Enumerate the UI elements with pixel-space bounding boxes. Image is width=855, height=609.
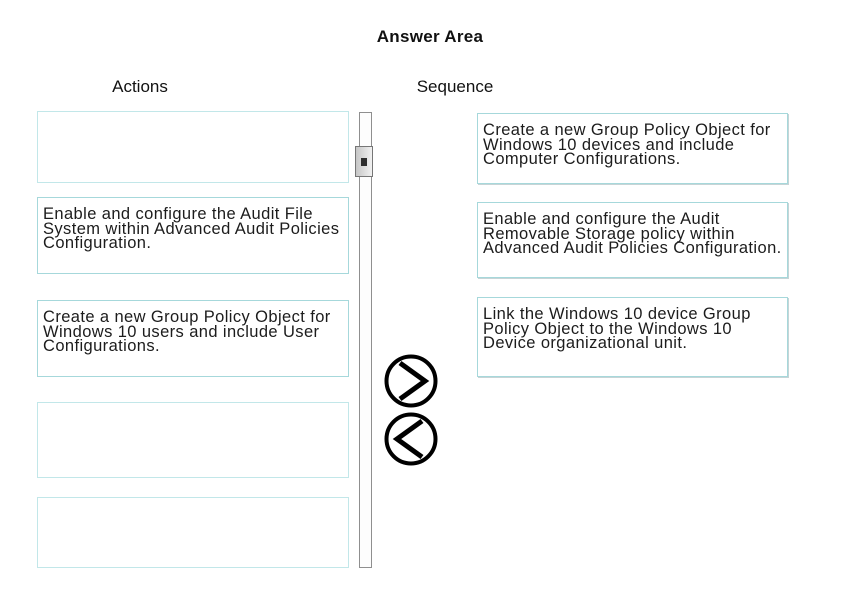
text-line: Configurations.: [43, 337, 160, 355]
text-line: Link the Windows 10 device Group: [483, 305, 751, 323]
sequence-item-3-link-gpo-ou[interactable]: Link the Windows 10 device Group Policy …: [477, 297, 788, 377]
scrollbar-thumb-grip: [361, 157, 367, 166]
answer-area-title: Answer Area: [376, 27, 484, 46]
text-line: Device organizational unit.: [483, 334, 688, 352]
text-line: Enable and configure the Audit File: [43, 205, 313, 223]
sequence-item-2-audit-removable-storage[interactable]: Enable and configure the Audit Removable…: [477, 202, 788, 278]
text-line: Configuration.: [43, 234, 152, 252]
sequence-column-header: Sequence: [416, 77, 494, 96]
text-line: Create a new Group Policy Object for: [483, 121, 771, 139]
text-line: Advanced Audit Policies Configuration.: [483, 239, 782, 257]
sequence-item-1-gpo-windows10-devices[interactable]: Create a new Group Policy Object for Win…: [477, 113, 788, 184]
text-line: Windows 10 devices and include: [483, 135, 735, 154]
actions-empty-slot-2[interactable]: [37, 402, 349, 478]
text-line: Windows 10 users and include User: [43, 322, 320, 341]
text-line: Enable and configure the Audit: [483, 210, 720, 228]
move-right-button[interactable]: [383, 353, 439, 409]
scrollbar-track[interactable]: [359, 112, 372, 568]
action-item-audit-file-system[interactable]: Enable and configure the Audit File Syst…: [37, 197, 349, 274]
text-line: System within Advanced Audit Policies: [43, 219, 340, 238]
text-line: Removable Storage policy within: [483, 224, 735, 243]
text-line: Create a new Group Policy Object for: [43, 308, 331, 326]
text-line: Policy Object to the Windows 10: [483, 319, 733, 338]
chevron-right-icon: [384, 354, 438, 408]
scrollbar-thumb[interactable]: [355, 146, 373, 177]
text-line: Computer Configurations.: [483, 150, 681, 168]
actions-column-header: Actions: [112, 77, 168, 96]
move-left-button[interactable]: [383, 411, 439, 467]
actions-empty-slot-1[interactable]: [37, 111, 349, 183]
chevron-left-icon: [384, 412, 438, 466]
action-item-gpo-windows10-users[interactable]: Create a new Group Policy Object for Win…: [37, 300, 349, 377]
actions-empty-slot-3[interactable]: [37, 497, 349, 568]
